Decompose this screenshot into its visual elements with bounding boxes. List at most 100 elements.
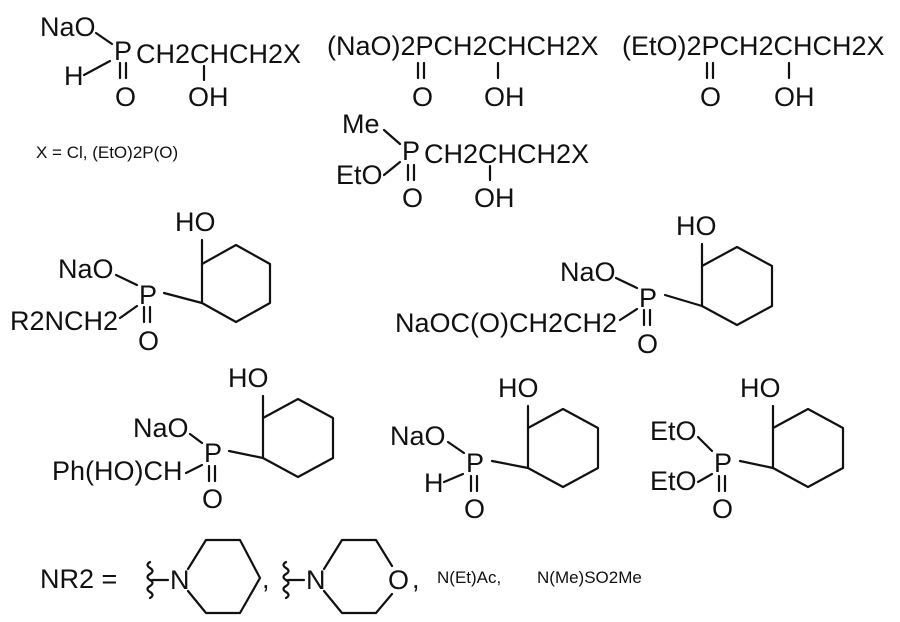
nr2-option-n-me-so2me: N(Me)SO2Me: [537, 568, 642, 587]
piperidine-n-atom: N: [170, 565, 190, 595]
structure-5: HO NaO P R2NCH2 O: [10, 207, 272, 356]
s8-p-atom: P: [466, 448, 484, 478]
structure-3: (EtO)2PCH2CHCH2X O OH: [622, 31, 885, 112]
s9-cyclohexane-ring: [771, 407, 845, 489]
s9-eto2-p-bond: [696, 472, 714, 484]
nr2-label: NR2 =: [40, 564, 117, 594]
structure-6: HO NaO P NaOC(O)CH2CH2 O: [395, 211, 774, 359]
s6-chain-label: NaOC(O)CH2CH2: [395, 308, 617, 338]
piperidine-wavy-attachment-icon: [146, 560, 154, 600]
s3-formula-label: (EtO)2PCH2CHCH2X: [622, 31, 885, 61]
s4-p-atom: P: [402, 136, 420, 166]
s1-h-atom: H: [64, 61, 84, 91]
s6-chain-p-bond: [618, 307, 639, 322]
s7-o-atom: O: [202, 484, 223, 514]
s4-eto-p-bond: [382, 160, 402, 177]
s4-me-label: Me: [342, 109, 380, 139]
s5-ch2-p-bond: [118, 304, 139, 320]
s8-nao-label: NaO: [390, 421, 446, 451]
morpholine-ring: [322, 538, 394, 615]
s7-ch-p-bond: [184, 463, 204, 475]
s7-p-o-double-bond: [207, 464, 217, 483]
s9-eto2-label: EtO: [650, 466, 697, 496]
s6-cyclohexane-ring: [700, 245, 774, 327]
structure-9: HO EtO P EtO O: [650, 373, 845, 524]
s8-o-atom: O: [464, 494, 485, 524]
s7-phhoch-label: Ph(HO)CH: [52, 456, 183, 486]
structure-7: HO NaO P Ph(HO)CH O: [52, 363, 335, 514]
comma-separator-1: ,: [262, 564, 270, 594]
structure-8: HO NaO P H O: [390, 373, 600, 524]
s7-nao-p-bond: [188, 432, 204, 445]
s1-nao-label: NaO: [40, 12, 96, 42]
s2-oh-label: OH: [484, 82, 525, 112]
s4-chain-label: CH2CHCH2X: [424, 139, 589, 169]
x-definition: X = Cl, (EtO)2P(O): [36, 143, 178, 162]
s5-o-atom: O: [138, 326, 159, 356]
morpholine-n-atom: N: [306, 565, 326, 595]
nr2-option-n-et-ac: N(Et)Ac,: [437, 568, 501, 587]
s7-nao-label: NaO: [133, 413, 189, 443]
structure-4: Me P CH2CHCH2X EtO O OH: [336, 109, 589, 213]
morpholine-wavy-attachment-icon: [282, 560, 290, 600]
structure-2: (NaO)2PCH2CHCH2X O OH: [327, 31, 599, 112]
s1-nao-p-bond: [94, 31, 114, 46]
s7-cyclohexane-ring: [261, 397, 335, 479]
s6-o-atom: O: [637, 329, 658, 359]
s4-eto-label: EtO: [336, 160, 383, 190]
s7-p-atom: P: [204, 438, 222, 468]
s5-ho-label: HO: [175, 207, 216, 237]
s2-p-o-double-bond: [416, 61, 426, 80]
s6-nao-p-bond: [614, 276, 639, 290]
structure-1: NaO P CH2CHCH2X H O OH: [40, 12, 301, 112]
s1-p-o-double-bond: [118, 61, 128, 80]
s4-me-p-bond: [382, 128, 402, 146]
s9-p-atom: P: [714, 448, 732, 478]
nr2-definition: NR2 = N , N O , N(Et)Ac, N(Me)SO2Me: [40, 538, 642, 615]
s5-r2nch2-label: R2NCH2: [10, 306, 118, 336]
s9-o-atom: O: [712, 494, 733, 524]
morpholine-o-atom: O: [388, 565, 409, 595]
comma-separator-2: ,: [412, 564, 420, 594]
s8-ring-p-bond: [490, 459, 530, 470]
s8-p-o-double-bond: [469, 474, 479, 493]
s8-h-atom: H: [424, 468, 444, 498]
s5-p-o-double-bond: [142, 305, 152, 324]
s3-p-o-double-bond: [705, 61, 715, 80]
s9-p-o-double-bond: [717, 474, 727, 493]
s6-ring-p-bond: [663, 293, 704, 308]
s4-o-atom: O: [402, 183, 423, 213]
s9-ring-p-bond: [738, 459, 775, 470]
s2-o-atom: O: [412, 82, 433, 112]
s5-p-atom: P: [139, 280, 157, 310]
s6-p-atom: P: [639, 283, 657, 313]
s9-ho-label: HO: [740, 373, 781, 403]
s1-chain-label: CH2CHCH2X: [136, 39, 301, 69]
s3-oh-label: OH: [774, 82, 815, 112]
s6-nao-label: NaO: [560, 257, 616, 287]
s6-ho-label: HO: [676, 211, 717, 241]
s6-p-o-double-bond: [642, 308, 652, 327]
s5-ring-p-bond: [162, 291, 204, 305]
s9-eto1-p-bond: [696, 435, 714, 453]
s8-h-p-bond: [442, 472, 465, 484]
s1-o-atom: O: [115, 82, 136, 112]
s8-ho-label: HO: [498, 373, 539, 403]
s3-o-atom: O: [700, 82, 721, 112]
s1-h-p-bond: [82, 59, 112, 77]
s2-formula-label: (NaO)2PCH2CHCH2X: [327, 31, 599, 61]
s4-oh-label: OH: [474, 183, 515, 213]
s5-nao-p-bond: [114, 273, 139, 287]
s7-ho-label: HO: [228, 363, 269, 393]
s5-nao-label: NaO: [58, 254, 114, 284]
s1-oh-label: OH: [188, 82, 229, 112]
s9-eto1-label: EtO: [650, 416, 697, 446]
s7-ring-p-bond: [227, 449, 265, 460]
piperidine-ring: [186, 538, 262, 615]
s8-cyclohexane-ring: [526, 407, 600, 489]
s4-p-o-double-bond: [406, 163, 416, 182]
s1-p-atom: P: [114, 36, 132, 66]
s8-nao-p-bond: [446, 440, 466, 455]
s5-cyclohexane-ring: [200, 243, 272, 324]
